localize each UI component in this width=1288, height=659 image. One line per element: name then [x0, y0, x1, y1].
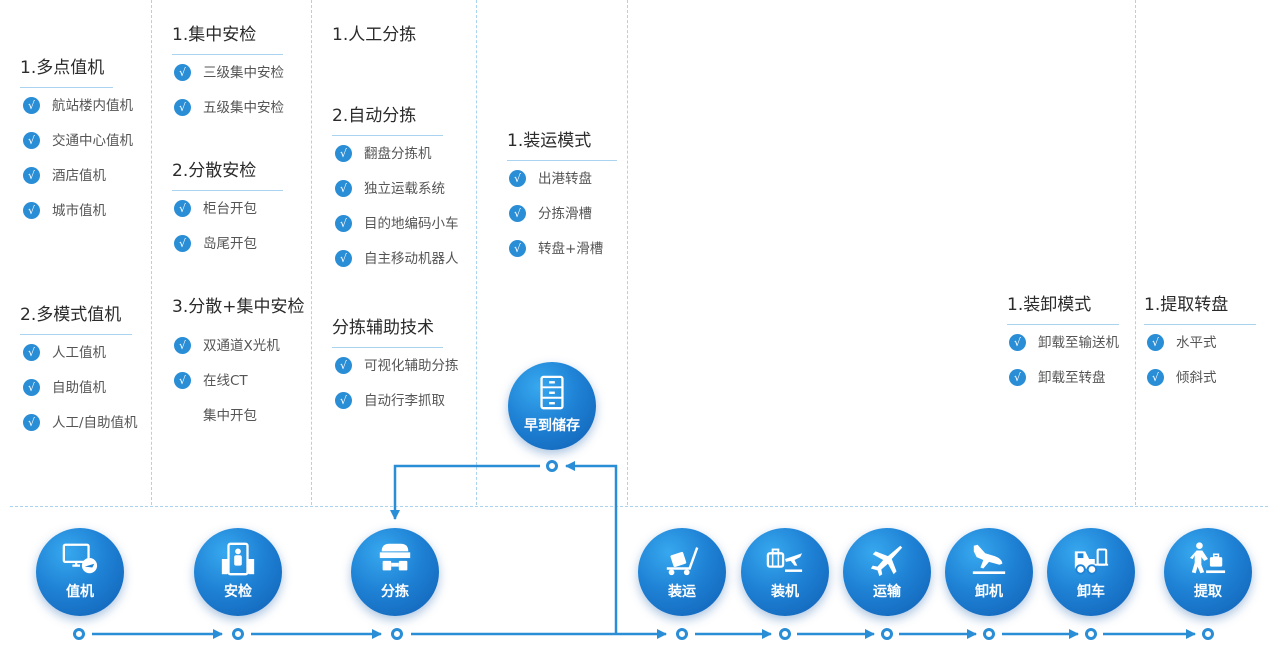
node-label: 装运: [668, 584, 696, 600]
check-icon: √: [1009, 369, 1026, 386]
check-icon: √: [335, 357, 352, 374]
security-node[interactable]: 安检: [194, 528, 282, 616]
group-title: 2.分散安检: [172, 156, 283, 191]
check-icon: √: [23, 414, 40, 431]
plane-landing-icon: [972, 544, 1006, 575]
node-label: 分拣: [381, 584, 409, 600]
sorting-machine-icon: [379, 543, 411, 571]
node-label: 提取: [1194, 584, 1222, 600]
claim-node[interactable]: 提取: [1164, 528, 1252, 616]
flow-dot: [73, 628, 85, 640]
baggage-claim-icon: [1189, 542, 1226, 574]
check-icon: √: [509, 240, 526, 257]
column-divider: [627, 0, 628, 505]
check-icon: √: [174, 64, 191, 81]
storage-node[interactable]: 早到储存: [508, 362, 596, 450]
to-storage-arrow: [565, 461, 618, 634]
group-title: 3.分散+集中安检: [172, 297, 305, 317]
check-icon: √: [23, 379, 40, 396]
unloading-plane-node[interactable]: 卸机: [945, 528, 1033, 616]
check-icon: √: [174, 200, 191, 217]
timeline-divider: [10, 506, 1268, 507]
flow-dot: [881, 628, 893, 640]
flow-dot: [676, 628, 688, 640]
check-icon: √: [174, 235, 191, 252]
column-divider: [151, 0, 152, 505]
flow-dot: [1202, 628, 1214, 640]
group-title: 1.提取转盘: [1144, 290, 1256, 325]
flow-dot: [232, 628, 244, 640]
group-title: 2.多模式值机: [20, 300, 132, 335]
luggage-plane-icon: [766, 548, 803, 572]
check-icon: √: [509, 170, 526, 187]
group-title: 1.多点值机: [20, 53, 113, 88]
check-icon: √: [335, 250, 352, 267]
baggage-tractor-icon: [1074, 548, 1109, 575]
flow-dot: [779, 628, 791, 640]
sorting-node[interactable]: 分拣: [351, 528, 439, 616]
check-icon: √: [335, 180, 352, 197]
check-icon: √: [23, 202, 40, 219]
baggage-cart-icon: [666, 547, 699, 576]
check-icon: √: [174, 99, 191, 116]
check-icon: √: [1009, 334, 1026, 351]
flow-dot: [546, 460, 558, 472]
flow-dot: [1085, 628, 1097, 640]
column-divider: [311, 0, 312, 505]
check-icon: √: [174, 337, 191, 354]
checkin-node[interactable]: 值机: [36, 528, 124, 616]
check-icon: √: [23, 344, 40, 361]
transport-node[interactable]: 运输: [843, 528, 931, 616]
unloading-vehicle-node[interactable]: 卸车: [1047, 528, 1135, 616]
node-label: 早到储存: [524, 418, 580, 434]
check-icon: √: [1147, 334, 1164, 351]
check-icon: √: [335, 145, 352, 162]
boarding-node[interactable]: 装机: [741, 528, 829, 616]
checkin-monitor-icon: [62, 543, 98, 574]
security-scanner-icon: [221, 542, 255, 576]
group-title: 分拣辅助技术: [332, 313, 443, 348]
check-icon: √: [23, 97, 40, 114]
check-icon: √: [335, 392, 352, 409]
check-icon: √: [23, 167, 40, 184]
node-label: 装机: [771, 584, 799, 600]
flow-dot: [983, 628, 995, 640]
group-title: 2.自动分拣: [332, 101, 443, 136]
check-icon: √: [335, 215, 352, 232]
airplane-icon: [870, 545, 903, 577]
node-label: 安检: [224, 584, 252, 600]
node-label: 值机: [66, 584, 94, 600]
group-title: 1.集中安检: [172, 20, 283, 55]
cabinet-icon: [540, 375, 564, 410]
group-title: 1.装卸模式: [1007, 290, 1119, 325]
from-storage-arrow: [390, 464, 540, 520]
column-divider: [1135, 0, 1136, 505]
check-icon: √: [174, 372, 191, 389]
column-divider: [476, 0, 477, 505]
group-title: 1.人工分拣: [332, 25, 417, 45]
node-label: 运输: [873, 584, 901, 600]
loading-node[interactable]: 装运: [638, 528, 726, 616]
check-icon: √: [1147, 369, 1164, 386]
check-icon: √: [509, 205, 526, 222]
group-title: 1.装运模式: [507, 126, 617, 161]
check-icon: √: [23, 132, 40, 149]
flow-dot: [391, 628, 403, 640]
node-label: 卸车: [1077, 584, 1105, 600]
node-label: 卸机: [975, 584, 1003, 600]
